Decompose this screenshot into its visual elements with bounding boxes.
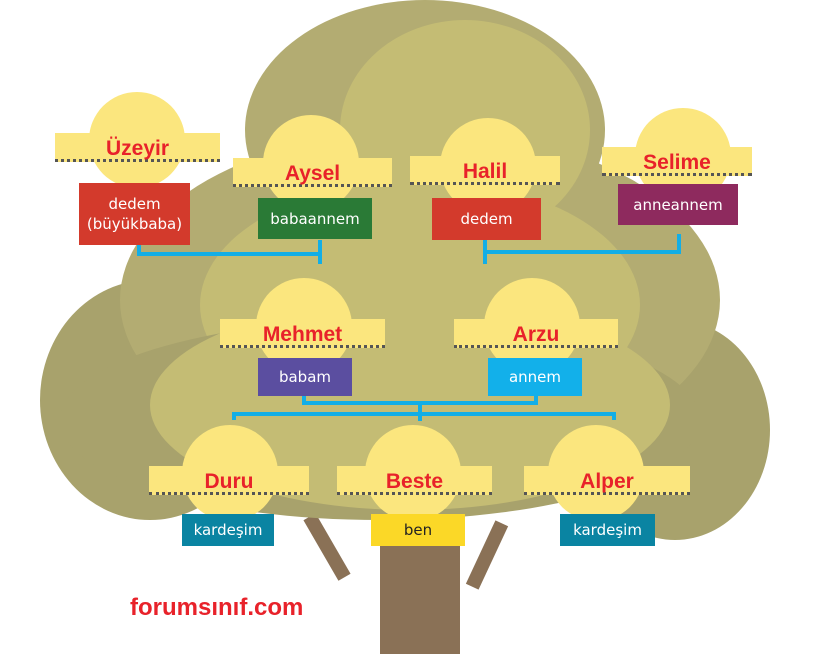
member-name: Aysel bbox=[233, 158, 392, 187]
watermark: forumsınıf.com bbox=[130, 594, 304, 621]
member-name: Duru bbox=[149, 466, 309, 495]
member-role: ben bbox=[371, 514, 465, 546]
member-role: anneannem bbox=[618, 184, 738, 225]
member-name: Alper bbox=[524, 466, 690, 495]
member-role: kardeşim bbox=[560, 514, 655, 546]
member-name: Halil bbox=[410, 156, 560, 185]
member-name: Arzu bbox=[454, 319, 618, 348]
member-name: Beste bbox=[337, 466, 492, 495]
member-name: Selime bbox=[602, 147, 752, 176]
member-role: kardeşim bbox=[182, 514, 274, 546]
member-name: Üzeyir bbox=[55, 133, 220, 162]
member-name: Mehmet bbox=[220, 319, 385, 348]
member-role: babaannem bbox=[258, 198, 372, 239]
member-role: dedem (büyükbaba) bbox=[79, 183, 190, 245]
member-role: babam bbox=[258, 358, 352, 396]
member-role: dedem bbox=[432, 198, 541, 240]
member-role: annem bbox=[488, 358, 582, 396]
